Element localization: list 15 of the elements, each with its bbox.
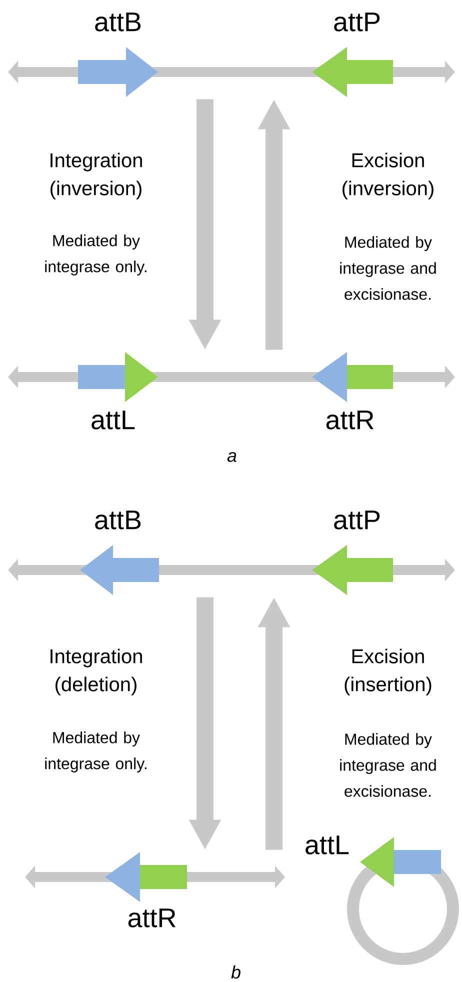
site-label: attL (92, 410, 135, 430)
panel-label: a (227, 452, 236, 462)
note-text: Mediated by integrase only. (45, 732, 146, 772)
process-label: Excision (inversion) (342, 152, 434, 200)
site-label: attR (128, 908, 176, 928)
note-text: Mediated by integrase only. (45, 234, 146, 276)
panel-label: b (231, 965, 240, 979)
site-label: attR (326, 410, 374, 430)
process-label: Excision (insertion) (344, 648, 432, 696)
site-label: attB (95, 12, 141, 32)
site-label: attP (334, 510, 380, 530)
site-label: attL (306, 836, 349, 854)
note-text: Mediated by integrase and excisionase. (340, 733, 436, 797)
site-label: attB (95, 510, 141, 530)
site-label: attP (334, 12, 380, 32)
